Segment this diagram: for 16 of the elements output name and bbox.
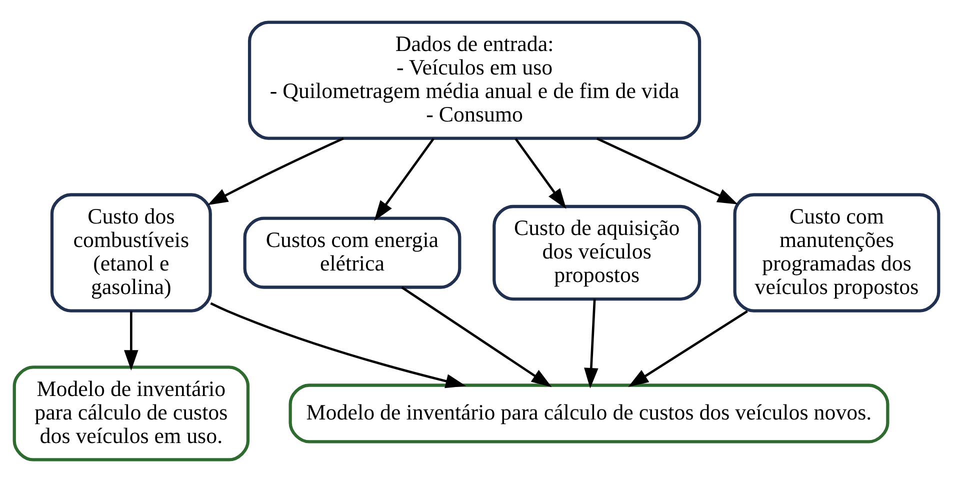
node-box: Custo com manutenções programadas dos veículos propostos [733,192,940,312]
arrow [514,138,566,208]
arrow [401,286,552,387]
arrow [596,136,738,204]
arrow [374,138,434,220]
node-box: Custos com energia elétrica [243,216,462,288]
arrow [124,310,138,370]
node-box: Dados de entrada: - Veículos em uso - Quilometragem média anual e de fim de vida - Consumo [248,20,702,140]
node-box: Custo de aquisição dos veículos propostos [492,204,702,300]
arrow [628,310,748,387]
node-box: Modelo de inventário para cálculo de custos dos veículos em uso. [12,365,250,461]
arrow [584,298,598,388]
arrow [208,136,344,205]
arrow [210,302,466,388]
node-box: Custo dos combustíveis (etanol e gasolina) [50,192,212,312]
node-box: Modelo de inventário para cálculo de custos dos veículos novos. [288,383,890,443]
